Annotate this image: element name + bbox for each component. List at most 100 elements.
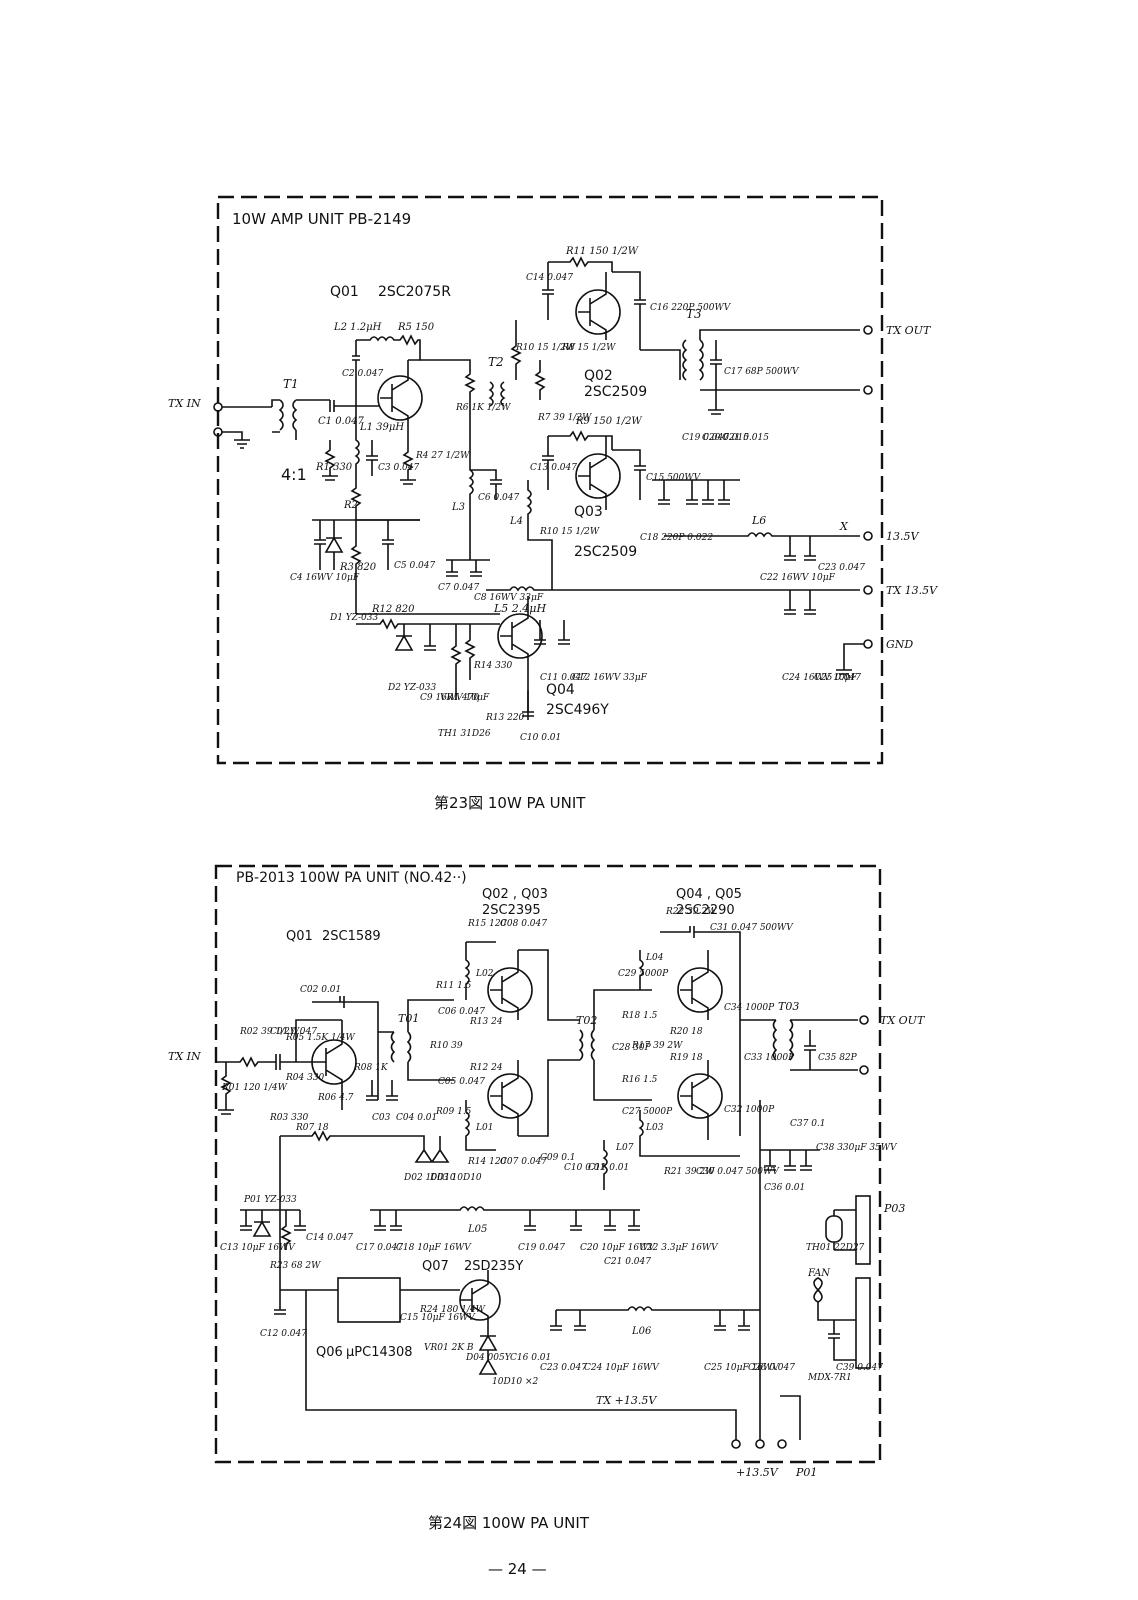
c25-label: C25 0.047 — [814, 673, 861, 683]
tx-in-terminal-1 — [213, 402, 223, 412]
r01-label: R01 120 1/4W — [221, 1083, 288, 1093]
l04-label: L04 — [645, 953, 664, 963]
q02-q03-type-2: 2SC2395 — [482, 903, 541, 918]
plus13-label: +13.5V — [736, 1466, 779, 1479]
q03-transistor-2 — [487, 1073, 533, 1119]
c31-label: C31 0.047 500WV — [710, 923, 794, 933]
r2-label: R2 — [343, 500, 358, 511]
c35-label: C35 82P — [818, 1053, 858, 1063]
c36-label: C36 0.01 — [764, 1183, 805, 1193]
l07-label: L07 — [615, 1143, 634, 1153]
c05-label: C05 0.047 — [438, 1077, 485, 1087]
r13-2-label: R13 24 — [469, 1017, 503, 1027]
c18-2-label: C18 10μF 16WV — [396, 1243, 472, 1253]
q01-type-2: 2SC1589 — [322, 929, 381, 944]
unit-boundary-1 — [216, 195, 884, 765]
r3-label: R3 820 — [339, 562, 377, 573]
q06-label: Q06 — [316, 1345, 343, 1360]
l01-label: L01 — [475, 1123, 493, 1133]
c10-label: C10 0.01 — [520, 733, 561, 743]
l5-label: L5 2.4μH — [493, 602, 546, 615]
r17-label: R17 39 2W — [631, 1041, 683, 1051]
q04-transistor-1 — [497, 613, 543, 659]
th1-label: TH1 31D26 — [438, 729, 491, 739]
c17-2-label: C17 0.047 — [356, 1243, 403, 1253]
p02-connector — [855, 1277, 871, 1369]
q02-ref-1: Q02 — [584, 368, 613, 384]
c21-label: C21 0.015 — [722, 433, 769, 443]
c22-label: C22 16WV 10μF — [760, 573, 836, 583]
r10b-label: R10 15 1/2W — [539, 527, 600, 537]
d04-label: D04 005Y — [465, 1353, 512, 1363]
c12-label: C12 16WV 33μF — [572, 673, 648, 683]
c11-label: C11 0.047 — [540, 673, 587, 683]
t3-label: T3 — [686, 307, 702, 321]
r23-label: R23 68 2W — [269, 1261, 321, 1271]
c07-label: C07 0.047 — [500, 1157, 547, 1167]
q04-ref-1: Q04 — [546, 682, 575, 698]
q07-label: Q07 — [422, 1259, 449, 1274]
r12-2-label: R12 24 — [469, 1063, 503, 1073]
p01-terminal-a — [731, 1439, 741, 1449]
th01-label: TH01 22D27 — [806, 1243, 865, 1253]
c7-label: C7 0.047 — [438, 583, 480, 593]
unit-boundary-2 — [214, 864, 882, 1464]
c12-2-label: C12 0.047 — [260, 1329, 307, 1339]
r08-label: R08 1K — [353, 1063, 389, 1073]
c04-label: C04 0.01 — [396, 1113, 437, 1123]
c37-label: C37 0.1 — [790, 1119, 826, 1129]
p01-zener-label: P01 YZ-033 — [243, 1195, 297, 1205]
c21-2-label: C21 0.047 — [604, 1257, 651, 1267]
c28-label: C28 30P — [612, 1043, 652, 1053]
diagram2-title: PB-2013 100W PA UNIT (NO.42··) — [236, 870, 467, 886]
r04-label: R04 330 — [285, 1073, 325, 1083]
c5-label: C5 0.047 — [394, 561, 436, 571]
c29-label: C29 5000P — [618, 969, 669, 979]
d2-label: D2 YZ-033 — [387, 683, 436, 693]
r13-label: R13 220 — [485, 713, 525, 723]
fan-label: FAN — [807, 1268, 831, 1279]
r20-label: R20 18 — [669, 1027, 703, 1037]
c26-2-label: C26 0.047 — [748, 1363, 795, 1373]
v13-label-1: 13.5V — [886, 530, 919, 543]
c16-label: C16 220P 500WV — [650, 303, 732, 313]
r1-label: R1 330 — [315, 462, 353, 473]
r18-label: R18 1.5 — [621, 1011, 658, 1021]
diagram-100w-pa-unit: PB-2013 100W PA UNIT (NO.42··) Q01 2SC15… — [168, 864, 926, 1532]
p01-label: P01 — [795, 1466, 817, 1479]
c09-label: C09 0.1 — [540, 1153, 576, 1163]
caption-diagram2: 第24図 100W PA UNIT — [428, 1514, 590, 1532]
c32-label: C32 1000P — [724, 1105, 775, 1115]
r02-label: R02 39 1/2W — [239, 1027, 300, 1037]
c19-label: C19 0.047 — [682, 433, 729, 443]
r07-label: R07 18 — [295, 1123, 329, 1133]
c24-label: C24 16WV 10μF — [782, 673, 858, 683]
tx-in-label-2: TX IN — [168, 1050, 201, 1063]
gnd-label-1: GND — [886, 638, 913, 651]
r05-label: R05 1.5K 1/4W — [285, 1033, 355, 1043]
p03-label: P03 — [883, 1202, 905, 1215]
c33-label: C33 1000P — [744, 1053, 795, 1063]
t1-label: T1 — [283, 377, 299, 391]
q02-transistor-2 — [487, 967, 533, 1013]
q02-transistor-1 — [575, 289, 621, 335]
diagram-10w-amp-unit: 10W AMP UNIT PB-2149 TX IN T1 4:1 C1 0.0… — [168, 195, 938, 812]
c1-label: C1 0.047 — [318, 416, 364, 427]
r10-2-label: R10 39 — [429, 1041, 463, 1051]
l06-label: L06 — [631, 1326, 652, 1337]
c03-label: C03 — [372, 1113, 391, 1123]
q04-transistor-2 — [677, 967, 723, 1013]
q06-ic-block — [337, 1277, 401, 1323]
c15-label: C15 500WV — [646, 473, 702, 483]
l1-label: L1 39μH — [359, 422, 404, 433]
gnd-terminal-1 — [863, 639, 873, 649]
r11-label: R11 150 1/2W — [565, 246, 639, 257]
p03-connector — [855, 1195, 871, 1265]
tx-in-label-1: TX IN — [168, 397, 201, 410]
t03-label: T03 — [778, 1000, 799, 1013]
r6-label: R6 1K 1/2W — [455, 403, 511, 413]
r15-label: R15 120 — [467, 919, 507, 929]
c18-label: C18 220P 0.022 — [640, 533, 713, 543]
c3-label: C3 0.047 — [378, 463, 420, 473]
